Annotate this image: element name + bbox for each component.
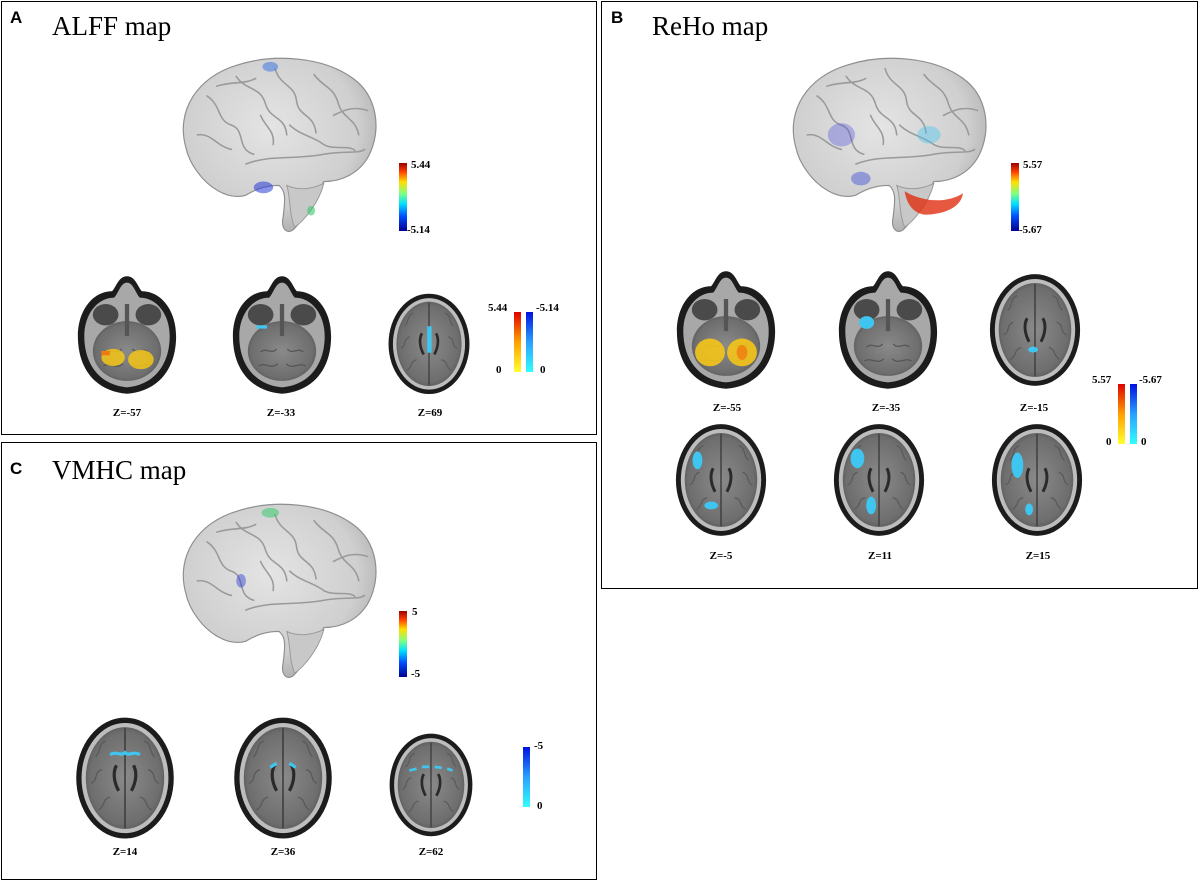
axial-slice: [988, 272, 1082, 388]
colorbar-min-label: -5: [411, 668, 421, 680]
hot-max-label: 5.57: [1092, 374, 1112, 386]
panel-title: VMHC map: [52, 455, 187, 485]
colorbar-hot: [1118, 384, 1125, 444]
slice-z-label: Z=-33: [266, 407, 296, 419]
slice-z-label: Z=-57: [112, 407, 142, 419]
colorbar-max-label: 5.57: [1023, 159, 1043, 171]
axial-slice: [668, 267, 784, 393]
axial-slice: [830, 267, 946, 393]
axial-slice: [388, 732, 474, 838]
colorbar-cool: [523, 747, 530, 807]
colorbar-jet: [1011, 163, 1019, 231]
slice-z-label: Z=69: [417, 407, 443, 419]
colorbar-max-label: 5: [412, 606, 418, 618]
cool-max-label: -5.14: [536, 302, 559, 314]
axial-slice: [224, 272, 340, 398]
slice-z-label: Z=14: [112, 846, 138, 858]
panel-letter: B: [611, 8, 624, 27]
axial-slice: [674, 422, 768, 538]
brain-surface-3d: [792, 57, 987, 233]
panel-alff: A ALFF map 5.44 -5.14 Z=-57 Z=-33 Z=69 5…: [1, 1, 597, 435]
axial-slice: [69, 272, 185, 398]
panel-title: ALFF map: [52, 11, 172, 41]
colorbar-cool: [526, 312, 533, 372]
cool-zero-label: 0: [1141, 436, 1147, 448]
panel-letter: C: [10, 459, 23, 478]
colorbar-jet: [399, 163, 407, 231]
slice-z-label: Z=15: [1025, 550, 1051, 562]
axial-slice: [232, 716, 334, 841]
panel-letter: A: [10, 8, 23, 27]
slice-z-label: Z=36: [270, 846, 296, 858]
panel-vmhc: C VMHC map 5 -5 Z=14 Z=36 Z=62 -5 0: [1, 442, 597, 880]
colorbar-min-label: -5.67: [1019, 224, 1042, 236]
slice-z-label: Z=-5: [709, 550, 733, 562]
colorbar-hot: [514, 312, 521, 372]
cool-zero-label: 0: [537, 800, 543, 812]
cool-max-label: -5.67: [1139, 374, 1162, 386]
slice-z-label: Z=-55: [712, 402, 742, 414]
hot-zero-label: 0: [1106, 436, 1112, 448]
hot-max-label: 5.44: [488, 302, 508, 314]
panel-title: ReHo map: [652, 11, 769, 41]
colorbar-min-label: -5.14: [407, 224, 430, 236]
colorbar-max-label: 5.44: [411, 159, 431, 171]
cool-zero-label: 0: [540, 364, 546, 376]
brain-surface-3d: [182, 57, 377, 233]
axial-slice: [832, 422, 926, 538]
axial-slice: [74, 716, 176, 841]
slice-z-label: Z=11: [868, 550, 892, 562]
hot-zero-label: 0: [496, 364, 502, 376]
colorbar-jet: [399, 611, 407, 677]
colorbar-cool: [1130, 384, 1137, 444]
axial-slice: [387, 292, 471, 396]
brain-surface-3d: [182, 503, 377, 679]
slice-z-label: Z=-35: [871, 402, 901, 414]
axial-slice: [990, 422, 1084, 538]
slice-z-label: Z=-15: [1019, 402, 1049, 414]
slice-z-label: Z=62: [418, 846, 444, 858]
panel-reho: B ReHo map 5.57 -5.67 Z=-55 Z=-35 Z=-15: [601, 1, 1198, 589]
cool-max-label: -5: [534, 740, 544, 752]
